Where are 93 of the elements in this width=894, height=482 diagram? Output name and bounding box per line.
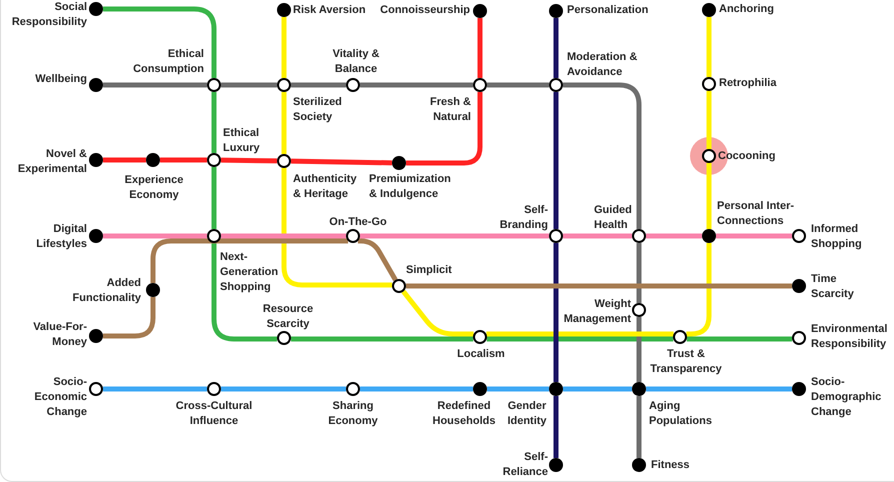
transit-line — [290, 158, 392, 166]
station-label: Experience Economy — [124, 173, 184, 203]
transit-line — [282, 168, 392, 288]
transit-line — [563, 234, 632, 238]
station-label: Cross-Cultural Influence — [174, 399, 254, 429]
station-label: Cocooning — [718, 149, 776, 164]
station-label: Fresh & Natural — [429, 95, 471, 125]
transit-line — [290, 336, 474, 342]
transit-line — [212, 167, 216, 229]
station-label: Sterilized Society — [293, 95, 343, 125]
transit-line — [646, 386, 792, 392]
transit-line — [478, 18, 482, 78]
transit-line — [406, 284, 792, 288]
station-label: Ethical Luxury — [223, 126, 261, 156]
station-label: Informed Shopping — [811, 222, 863, 252]
transit-line — [646, 234, 702, 238]
transit-line — [401, 290, 474, 336]
transit-line — [636, 396, 642, 458]
transit-line — [563, 82, 642, 229]
transit-line — [554, 243, 558, 382]
station-label: Personal Inter-Connections — [717, 199, 796, 229]
transit-line — [686, 336, 792, 342]
transit-line — [486, 332, 674, 336]
station-label: Environmental Responsibility — [811, 322, 888, 352]
station-label: Personalization — [567, 3, 650, 18]
transit-line — [636, 243, 642, 303]
transit-line — [103, 386, 207, 392]
transit-line — [282, 92, 286, 154]
transit-line — [212, 92, 216, 153]
transit-line — [103, 158, 146, 162]
station-label: Wellbeing — [34, 72, 87, 87]
station-label: Socio-Economic Change — [33, 375, 87, 420]
transit-line — [221, 82, 277, 88]
transit-line — [487, 82, 549, 88]
station-label: Value-For-Money — [32, 320, 87, 350]
transit-line — [220, 158, 278, 164]
transit-line — [360, 82, 473, 88]
transit-line — [221, 386, 346, 392]
station-label: Self-Reliance — [502, 450, 548, 480]
transit-line — [487, 386, 549, 392]
transit-line — [554, 92, 558, 229]
station-label: Novel & Experimental — [16, 147, 87, 177]
station-label: On-The-Go — [328, 215, 388, 230]
transit-line — [563, 386, 632, 392]
transit-line — [103, 234, 207, 238]
station-label: Next-Generation Shopping — [220, 250, 280, 295]
station-label: Gender Identity — [506, 399, 548, 429]
transit-line — [636, 317, 642, 382]
transit-line — [554, 396, 558, 458]
station-label: Added Functionality — [72, 276, 141, 306]
station-label: Redefined Households — [432, 399, 496, 429]
transit-line — [282, 17, 286, 78]
transit-line — [360, 386, 473, 392]
station-label: Sharing Economy — [327, 399, 379, 429]
transit-line — [554, 18, 558, 78]
station-label: Weight Management — [562, 297, 631, 327]
station-label: Self-Branding — [498, 203, 548, 233]
transit-line — [486, 336, 674, 342]
station-label: Ethical Consumption — [132, 47, 204, 77]
station-label: Digital Lifestyles — [35, 222, 87, 252]
transit-line — [103, 297, 156, 338]
station-label: Simplicit — [406, 263, 453, 278]
station-label: Moderation & Avoidance — [567, 50, 638, 80]
station-label: Retrophilia — [719, 76, 778, 91]
transit-line — [716, 234, 792, 238]
transit-line — [103, 6, 216, 78]
transit-line — [212, 243, 278, 342]
station-label: Anchoring — [719, 2, 775, 17]
station-label: Trust & Transparency — [649, 347, 723, 377]
transit-line — [150, 238, 348, 283]
station-label: Socio-Demographic Change — [811, 375, 882, 420]
transit-line — [686, 243, 712, 336]
transit-line — [706, 17, 712, 77]
station-label: Localism — [456, 347, 506, 362]
station-label: Vitality & Balance — [332, 47, 380, 77]
station-label: Social Responsibility — [10, 0, 87, 30]
station-label: Resource Scarcity — [262, 302, 314, 332]
station-label: Guided Health — [594, 203, 633, 233]
station-label: Authenticity & Heritage — [293, 172, 358, 202]
transit-line — [360, 234, 549, 238]
transit-line — [406, 92, 482, 166]
station-label: Connoisseurship — [379, 3, 470, 18]
station-label: Time Scarcity — [811, 272, 855, 302]
transit-line — [160, 158, 207, 162]
station-label: Fitness — [651, 458, 691, 473]
transit-line — [358, 238, 398, 282]
transit-line — [103, 82, 207, 88]
station-label: Premiumization & Indulgence — [369, 172, 452, 202]
transit-line — [706, 163, 712, 229]
station-label: Aging Populations — [649, 399, 713, 429]
transit-line — [291, 82, 346, 88]
transit-line — [706, 91, 712, 149]
transit-line — [221, 234, 346, 238]
